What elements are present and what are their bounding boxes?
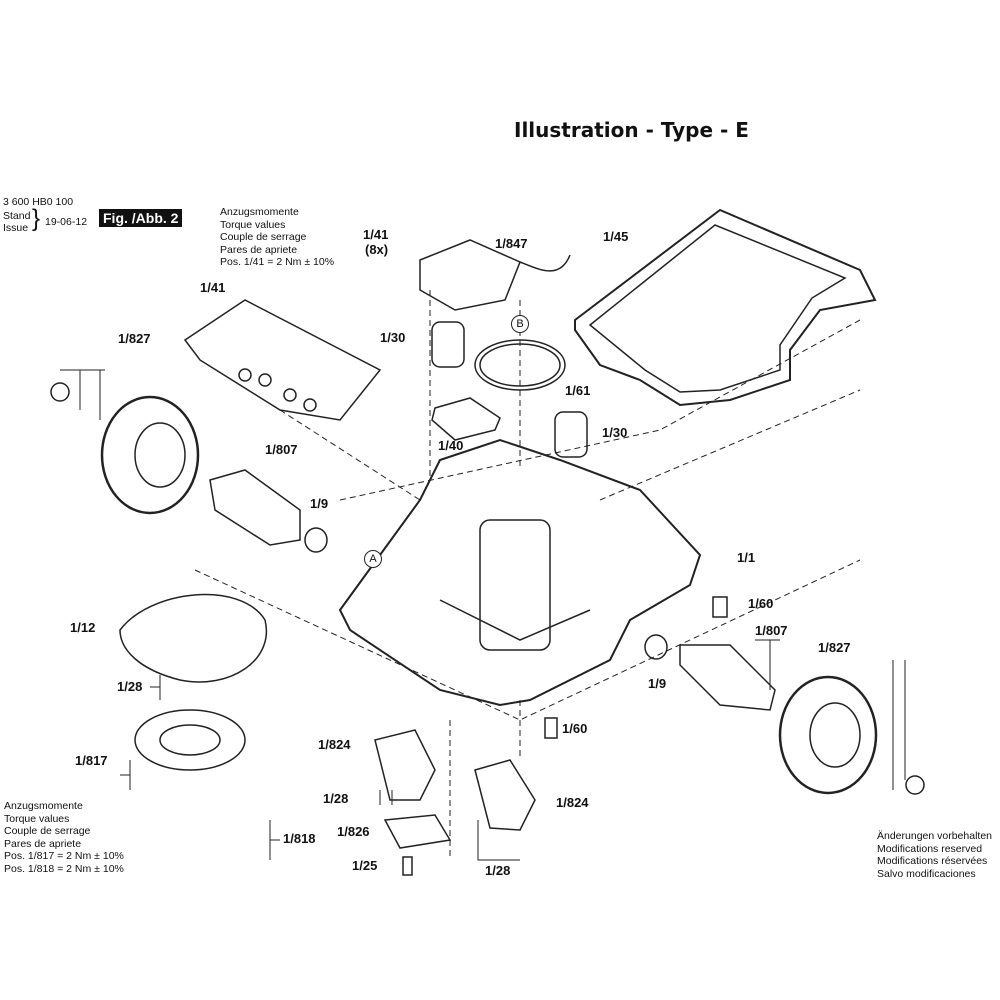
callout: 1/45 — [603, 229, 629, 244]
notice-line: Salvo modificaciones — [877, 867, 976, 880]
issue-label: Issue — [3, 222, 29, 234]
right-motor — [679, 644, 776, 711]
notice-line: Modifications reserved — [877, 842, 983, 855]
figure-label: Fig. /Abb. 2 — [99, 209, 183, 227]
circuit-board — [183, 299, 382, 421]
torque-line: Anzugsmomente — [4, 800, 83, 812]
callout: 1/30 — [380, 330, 406, 345]
part-number: 3 600 HB0 100 — [3, 196, 74, 208]
torque-line: Couple de serrage — [4, 825, 91, 837]
callout: 1/41 — [363, 227, 389, 242]
torque-line: Couple de serrage — [220, 231, 307, 243]
blade-disc — [134, 709, 246, 771]
callout: 1/824 — [318, 737, 351, 752]
callout: (8x) — [365, 242, 389, 257]
callout: 1/807 — [755, 623, 788, 638]
issue-date: 19-06-12 — [45, 216, 88, 228]
detail-marker-a: A — [364, 550, 382, 568]
torque-line: Pos. 1/818 = 2 Nm ± 10% — [4, 862, 124, 875]
callout: 1/817 — [75, 753, 108, 768]
callout: 1/826 — [337, 824, 370, 839]
torque-line: Anzugsmomente — [220, 206, 299, 218]
top-cover-frame — [574, 208, 877, 407]
callout: 1/847 — [495, 236, 528, 251]
callout: 1/9 — [648, 676, 667, 691]
callout: 1/827 — [818, 640, 851, 655]
blade-guard — [119, 593, 268, 683]
torque-line: Torque values — [4, 812, 70, 825]
modifications-notice: Änderungen vorbehalten Modifications res… — [877, 830, 992, 880]
callout: 1/12 — [70, 620, 96, 635]
callout: 1/807 — [265, 442, 298, 457]
callout: 1/30 — [602, 425, 628, 440]
torque-values-bottom: Anzugsmomente Torque values Couple de se… — [4, 800, 124, 875]
callout: 1/28 — [117, 679, 143, 694]
notice-line: Modifications réservées — [877, 855, 988, 867]
torque-values-top: Anzugsmomente Torque values Couple de se… — [220, 206, 334, 269]
callout: 1/61 — [565, 383, 591, 398]
right-wheel — [778, 675, 878, 795]
illustration-title: Illustration - Type - E — [514, 118, 749, 142]
torque-line: Pares de apriete — [220, 243, 298, 256]
assembly-guide-lines — [194, 290, 861, 860]
callout: 1/818 — [283, 831, 316, 846]
torque-line: Pares de apriete — [4, 837, 82, 850]
notice-line: Änderungen vorbehalten — [877, 830, 993, 842]
callout: 1/827 — [118, 331, 151, 346]
control-box — [419, 239, 521, 311]
callout: 1/28 — [485, 863, 511, 878]
callout: 1/824 — [556, 795, 589, 810]
callout: 1/41 — [200, 280, 226, 295]
torque-line: Pos. 1/817 = 2 Nm ± 10% — [4, 850, 124, 862]
detail-marker-b: B — [511, 315, 529, 333]
torque-line: Torque values — [220, 218, 286, 231]
callout: 1/1 — [737, 550, 756, 565]
chassis — [338, 438, 702, 707]
callout: 1/60 — [748, 596, 774, 611]
callout: 1/9 — [310, 496, 329, 511]
callout: 1/60 — [562, 721, 588, 736]
brace: } — [32, 205, 41, 232]
callout: 1/25 — [352, 858, 378, 873]
callout: 1/40 — [438, 438, 464, 453]
left-motor — [209, 469, 301, 546]
left-wheel — [100, 395, 200, 515]
castor-wheel — [474, 759, 536, 831]
castor-wheel — [374, 729, 436, 801]
stand-label: Stand — [3, 210, 31, 222]
callout: 1/28 — [323, 791, 349, 806]
torque-line: Pos. 1/41 = 2 Nm ± 10% — [220, 256, 335, 268]
